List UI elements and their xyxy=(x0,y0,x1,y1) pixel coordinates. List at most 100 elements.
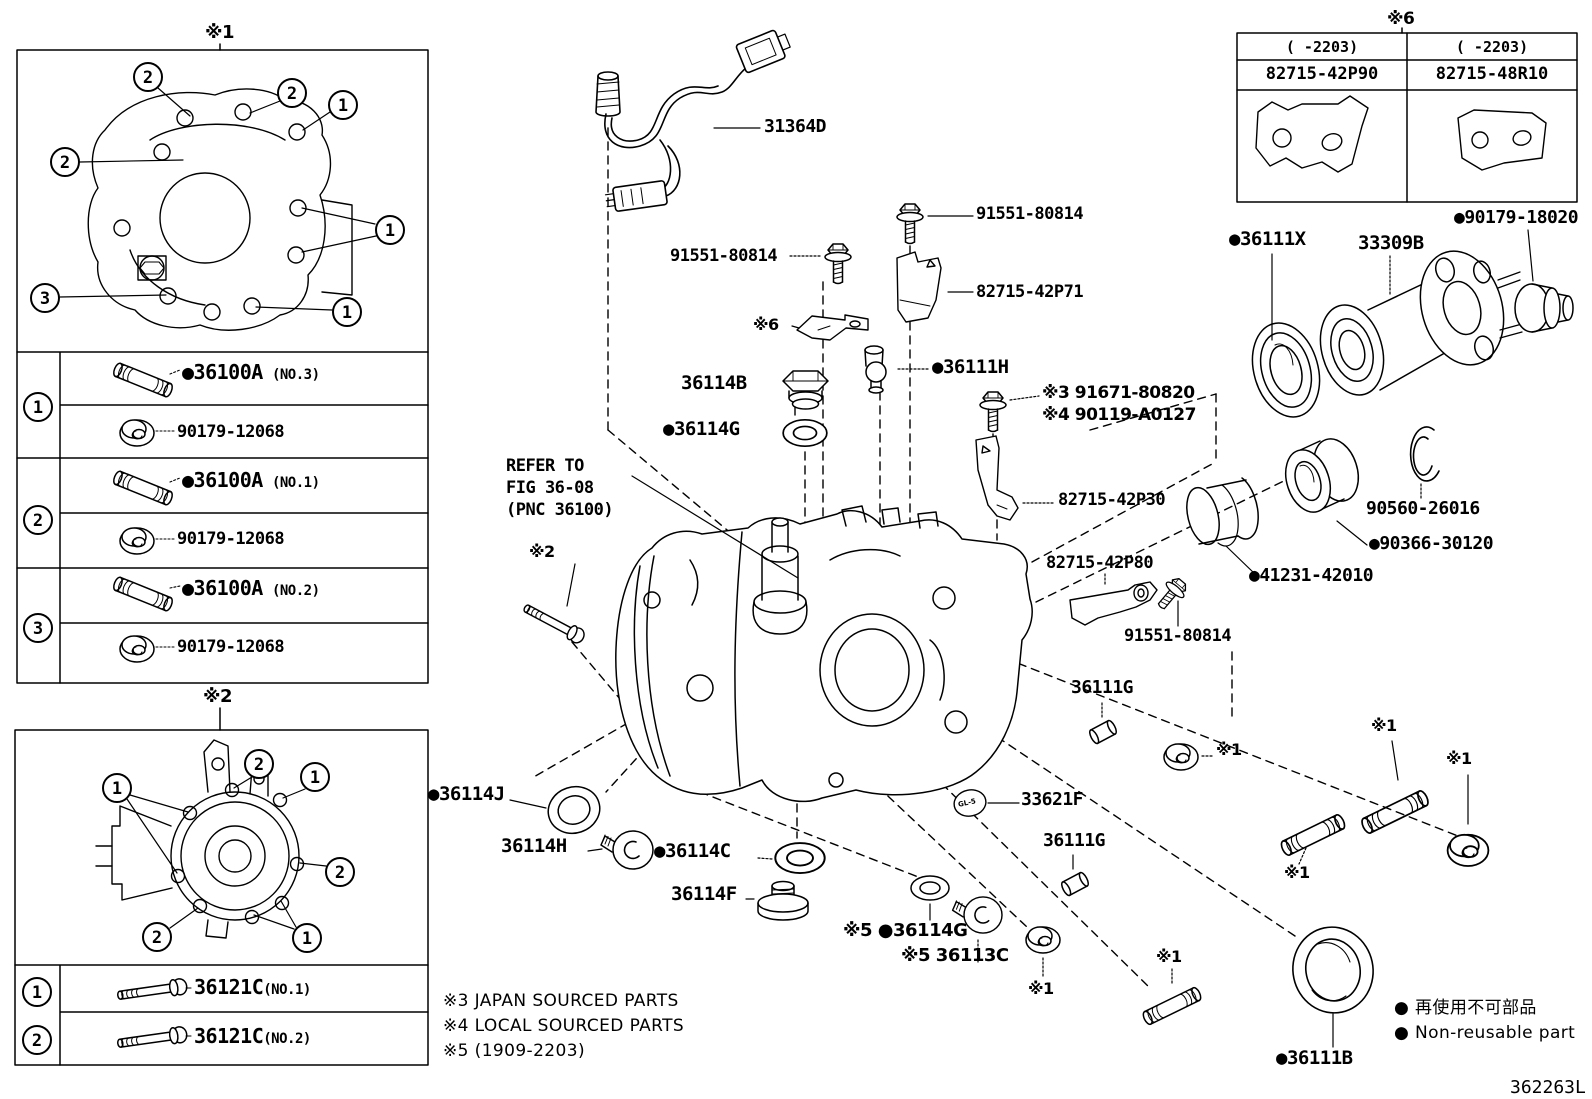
box1-row-num: 2 xyxy=(23,505,53,535)
nut-sketch-row1 xyxy=(119,419,155,447)
part-label-82715-42p90: 82715-42P90 xyxy=(1265,64,1379,84)
part-label-90366-30120: ●90366-30120 xyxy=(1369,533,1494,554)
part-label-82715-42p30: 82715-42P30 xyxy=(1058,490,1166,510)
box1-row-num: 3 xyxy=(23,613,53,643)
box1-mark: ※1 xyxy=(205,22,235,43)
part-label-91551-80814: 91551-80814 xyxy=(1124,626,1232,646)
bracket-sketch-42p90 xyxy=(1255,95,1369,173)
gasket-sketch-36114g-5 xyxy=(910,875,950,901)
box1-callout: 1 xyxy=(332,297,362,327)
bolt-sketch-star2 xyxy=(520,600,588,646)
seal-sketch-36111x xyxy=(1251,322,1321,418)
part-label-36114j: ●36114J xyxy=(428,783,505,805)
part-label-36114f: 36114F xyxy=(671,883,737,905)
box1-callout: 2 xyxy=(133,62,163,92)
seal-sketch-36111b xyxy=(1292,926,1374,1014)
plate-sketch-33621f xyxy=(953,789,987,817)
bolt-sketch-91551-a xyxy=(824,243,852,285)
part-label-36111g: 36111G xyxy=(1043,830,1106,851)
part-label-36111b: ●36111B xyxy=(1276,1047,1353,1069)
part-label-90119-a0127: ※4 90119-A0127 xyxy=(1042,405,1196,425)
part-label-91671-80820: ※3 91671-80820 xyxy=(1042,383,1195,403)
part-label-90179-18020: ●90179-18020 xyxy=(1454,207,1579,228)
plug-sketch-36114b xyxy=(782,370,829,410)
nut-sketch-row3 xyxy=(119,635,155,663)
part-label-36121c-no1: 36121C(NO.1) xyxy=(194,975,311,999)
part-label-36100a-no3: ●36100A (NO.3) xyxy=(182,360,320,384)
box2-callout: 2 xyxy=(325,857,355,887)
star1-mark: ※1 xyxy=(1028,979,1054,998)
stud-sketch-star1-right1 xyxy=(1278,812,1348,858)
star1-mark: ※1 xyxy=(1446,749,1472,768)
box1-row-num: 1 xyxy=(23,392,53,422)
star1-mark: ※1 xyxy=(1156,947,1182,966)
box2-row-num: 1 xyxy=(22,977,52,1007)
plug-sketch-36114h xyxy=(600,830,654,870)
box2-callout: 2 xyxy=(142,922,172,952)
part-label-36100a-no2: ●36100A (NO.2) xyxy=(182,576,320,600)
table6-range-2: ( -2203) xyxy=(1455,38,1529,56)
harness-sketch xyxy=(595,29,791,212)
pin-sketch-36111g-2 xyxy=(1059,870,1091,898)
stud-sketch-star1-bottom xyxy=(1140,985,1204,1027)
nut-sketch-star1-bottom xyxy=(1025,926,1061,954)
part-label-33621f: 33621F xyxy=(1021,789,1084,810)
figure-code: 362263L xyxy=(1510,1077,1586,1098)
bolt-sketch-91551-b xyxy=(896,203,924,245)
part-label-36114b: 36114B xyxy=(681,372,747,394)
gasket-sketch-36114g xyxy=(782,418,828,448)
box1-callout: 1 xyxy=(375,215,405,245)
star2-mark: ※2 xyxy=(529,542,555,561)
part-label-90179-12068: 90179-12068 xyxy=(177,637,285,657)
box2-row-num: 2 xyxy=(22,1025,52,1055)
label-leaders xyxy=(509,127,1534,1048)
legend-non-reusable-en: ● Non-reusable part xyxy=(1394,1023,1576,1043)
box2-callout: 1 xyxy=(300,762,330,792)
refer-note-line2: FIG 36-08 xyxy=(506,478,594,498)
part-label-91551-80814: 91551-80814 xyxy=(670,246,778,266)
nut-sketch-row2 xyxy=(119,527,155,555)
gasket-sketch-36114c xyxy=(774,842,826,874)
note-local-sourced: ※4 LOCAL SOURCED PARTS xyxy=(443,1016,685,1036)
part-label-91551-80814: 91551-80814 xyxy=(976,204,1084,224)
bracket-sketch-star6 xyxy=(796,314,869,341)
part-label-31364d: 31364D xyxy=(764,116,827,137)
part-label-36114g-s5: ※5 ●36114G xyxy=(843,920,968,941)
part-label-36114h: 36114H xyxy=(501,835,567,857)
snapring-sketch-90560 xyxy=(1409,426,1440,482)
sensor-sketch-36111h xyxy=(864,345,887,394)
part-label-82715-42p80: 82715-42P80 xyxy=(1046,553,1154,573)
part-label-36111x: ●36111X xyxy=(1229,228,1306,250)
box1-callout: 2 xyxy=(277,78,307,108)
bracket-sketch-42p30 xyxy=(975,435,1019,521)
part-label-82715-42p71: 82715-42P71 xyxy=(976,282,1084,302)
part-label-36113c: ※5 36113C xyxy=(901,945,1009,966)
bracket-sketch-42p80 xyxy=(1069,581,1158,626)
box2-artwork xyxy=(14,707,429,1066)
plug-sketch-36114f xyxy=(757,880,809,921)
star6-mark: ※6 xyxy=(753,315,779,334)
bearing-sketch-90366 xyxy=(1284,438,1360,513)
part-label-36114c: ●36114C xyxy=(654,840,731,862)
part-label-36111g: 36111G xyxy=(1071,677,1134,698)
box1-callout: 1 xyxy=(328,90,358,120)
note-japan-sourced: ※3 JAPAN SOURCED PARTS xyxy=(443,991,679,1011)
box2-callout: 2 xyxy=(244,749,274,779)
bolt-sketch-91551-c xyxy=(1151,573,1192,615)
nut-sketch-star1-mid xyxy=(1163,743,1199,771)
part-label-90179-12068: 90179-12068 xyxy=(177,529,285,549)
box2-mark: ※2 xyxy=(203,686,233,707)
stud-sketch-star1-right2 xyxy=(1359,788,1431,836)
table6-mark: ※6 xyxy=(1387,9,1415,29)
part-label-33309b: 33309B xyxy=(1358,232,1424,254)
legend-non-reusable-jp: ● 再使用不可部品 xyxy=(1394,998,1537,1018)
main-case-sketch xyxy=(615,505,1033,803)
star1-mark: ※1 xyxy=(1216,740,1242,759)
part-label-36111h: ●36111H xyxy=(932,356,1009,378)
part-label-82715-48r10: 82715-48R10 xyxy=(1435,64,1549,84)
box1-artwork xyxy=(16,43,429,684)
part-label-36100a-no1: ●36100A (NO.1) xyxy=(182,468,320,492)
box1-callout: 2 xyxy=(50,147,80,177)
